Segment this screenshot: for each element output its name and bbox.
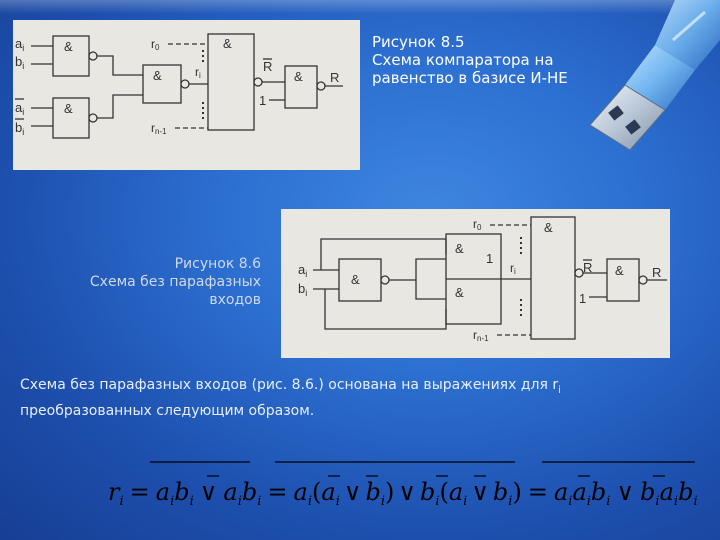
input-a-label: ai (15, 36, 24, 53)
input-b-label: bi (15, 54, 24, 71)
boolean-formula: ri=aibi∨aibi=ai(ai∨bi)∨bi(ai∨bi)=aiaibi∨… (108, 461, 698, 509)
top-glow (0, 0, 720, 14)
gate-upper-one: 1 (486, 251, 493, 266)
formula-expression: ri=aibi∨aibi=ai(ai∨bi)∨bi(ai∨bi)=aiaibi∨… (108, 478, 698, 509)
body-text-main: Схема без парафазных входов (рис. 8.6.) … (20, 377, 559, 393)
input-b-label: bi (298, 281, 307, 298)
body-text-sub: i (558, 384, 561, 396)
input-a-inverted-label: ai (15, 100, 24, 117)
r0-label: r0 (473, 217, 482, 232)
gate-3-symbol: & (153, 68, 162, 83)
caption-title: Рисунок 8.5 (372, 33, 465, 51)
gate-lower-symbol: & (455, 285, 464, 300)
gate-upper-symbol: & (455, 241, 464, 256)
figure-8-6-comparator-diagram: ai bi & & 1 & r0 rn-1 ri & R (281, 209, 670, 358)
output-gate-symbol: & (615, 263, 624, 278)
ri-label: ri (510, 261, 516, 276)
r-bar-label: R (263, 59, 272, 74)
caption-line2: равенство в базисе И-НЕ (372, 69, 568, 87)
gate-2-symbol: & (64, 101, 73, 116)
figure-8-6-caption: Рисунок 8.6 Схема без парафазных входов (40, 255, 261, 309)
one-label: 1 (259, 93, 266, 108)
big-gate-symbol: & (544, 220, 553, 235)
r-output-label: R (652, 265, 661, 280)
gate-1-symbol: & (351, 272, 360, 287)
caption-title: Рисунок 8.6 (174, 256, 261, 272)
input-a-label: ai (298, 262, 307, 279)
comparator-schematic-no-paraphase: ai bi & & 1 & r0 rn-1 ri & R (298, 216, 667, 343)
r-output-label: R (330, 70, 339, 85)
body-text-cont: преобразованных следующим образом. (20, 402, 315, 419)
big-gate-symbol: & (223, 36, 232, 51)
output-gate-symbol: & (294, 69, 303, 84)
caption-line2: входов (209, 292, 261, 308)
caption-line1: Схема компаратора на (372, 51, 554, 69)
caption-line1: Схема без парафазных (89, 274, 261, 290)
one-label: 1 (579, 291, 586, 306)
rn1-label: rn-1 (151, 121, 167, 136)
figure-8-5-comparator-diagram: ai bi ai bi & & & r0 rn-1 r (13, 20, 360, 170)
r0-label: r0 (151, 37, 160, 52)
nand-gate-3 (142, 64, 182, 104)
rn1-label: rn-1 (473, 328, 489, 343)
ri-label: ri (195, 65, 201, 80)
input-b-inverted-label: bi (15, 120, 24, 137)
nand-gate-big (530, 216, 576, 340)
comparator-schematic: ai bi ai bi & & & r0 rn-1 r (15, 33, 343, 139)
usb-connector-image (589, 0, 720, 151)
body-paragraph: Схема без парафазных входов (рис. 8.6.) … (20, 375, 700, 422)
r-bar-label: R (583, 260, 592, 275)
gate-1-symbol: & (64, 39, 73, 54)
nand-gate-1 (338, 258, 382, 302)
figure-8-5-caption: Рисунок 8.5 Схема компаратора на равенст… (372, 33, 568, 87)
